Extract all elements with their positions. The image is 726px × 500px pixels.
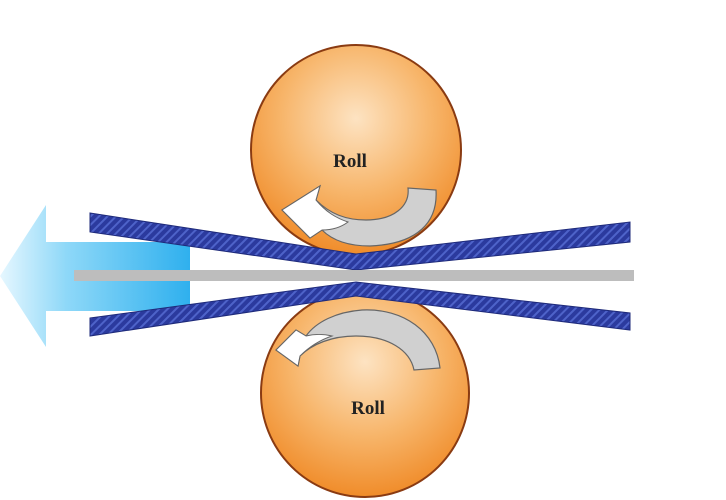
bottom-rotation-arrow-icon xyxy=(275,309,441,371)
rolled-sheet xyxy=(74,270,634,281)
lower-sheet-band xyxy=(89,281,631,337)
top-roll-label: Roll xyxy=(333,151,367,172)
upper-sheet-band xyxy=(89,212,631,271)
bottom-roll-label: Roll xyxy=(351,398,385,419)
top-rotation-arrow-icon xyxy=(281,184,437,247)
